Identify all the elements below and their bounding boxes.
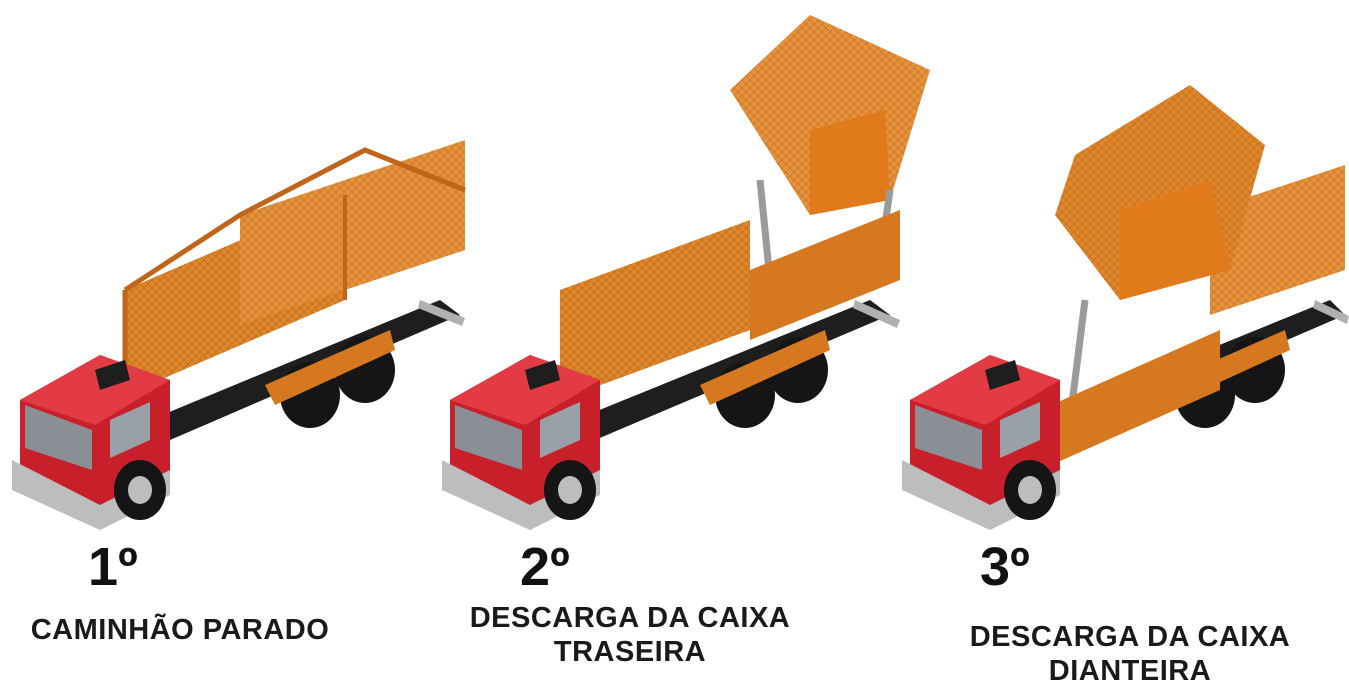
truck-rear-unload-illustration bbox=[442, 15, 930, 530]
hitch-arm bbox=[418, 300, 465, 326]
step-number: 2º bbox=[520, 537, 570, 597]
hitch-arm bbox=[1313, 300, 1349, 324]
step-caption: DESCARGA DA CAIXA TRASEIRA bbox=[430, 601, 830, 669]
step-3-panel: 3º DESCARGA DA CAIXA DIANTEIRA bbox=[890, 0, 1349, 687]
step-1-panel: 1º CAMINHÃO PARADO bbox=[0, 0, 470, 684]
step-number: 1º bbox=[88, 537, 138, 597]
windshield bbox=[915, 405, 982, 470]
hitch-arm bbox=[853, 300, 900, 328]
caption-line: CAMINHÃO PARADO bbox=[30, 614, 330, 646]
step-2-panel: 2º DESCARGA DA CAIXA TRASEIRA bbox=[430, 0, 930, 684]
caption-line: TRASEIRA bbox=[553, 636, 707, 669]
step-number: 3º bbox=[980, 537, 1030, 597]
caption-line: DESCARGA DA CAIXA bbox=[469, 602, 791, 634]
windshield bbox=[455, 405, 522, 470]
fender bbox=[700, 330, 830, 405]
step-caption: CAMINHÃO PARADO bbox=[0, 613, 360, 647]
windshield bbox=[25, 405, 92, 470]
step-caption: DESCARGA DA CAIXA DIANTEIRA bbox=[930, 620, 1330, 688]
caption-line: DIANTEIRA bbox=[1048, 655, 1212, 688]
truck-stopped-illustration bbox=[12, 140, 466, 530]
fender bbox=[265, 330, 395, 405]
caption-line: DESCARGA DA CAIXA bbox=[969, 621, 1291, 653]
truck-front-unload-illustration bbox=[902, 85, 1349, 530]
